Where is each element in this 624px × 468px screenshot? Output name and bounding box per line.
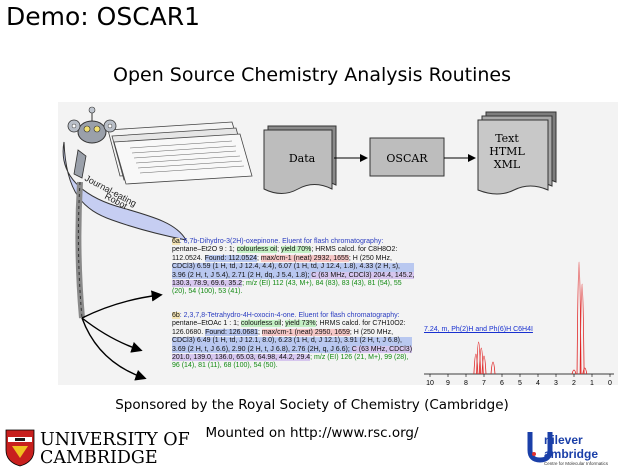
hrms-value: 112.0524.	[172, 254, 205, 262]
spectrum-peak	[582, 367, 588, 375]
ir-highlight[interactable]: max/cm-1 (neat) 2932, 1655	[260, 254, 349, 262]
unilever-tagline: Centre for Molecular Informatics	[544, 461, 609, 466]
spectrum-peak	[476, 341, 481, 375]
yield-highlight[interactable]: yield 70%	[280, 246, 312, 254]
separator: ;	[277, 246, 281, 254]
slide-subtitle: Open Source Chemistry Analysis Routines	[112, 64, 511, 86]
hnmr-text: ; H (250 MHz,	[349, 328, 394, 336]
flow-output-label: Text HTML XML	[472, 132, 542, 171]
separator: ;	[281, 320, 286, 328]
compound-id[interactable]: 6a	[172, 238, 180, 245]
spectrum-tick-label: 2	[572, 380, 576, 387]
data-document-icon	[263, 125, 337, 194]
spectrum-tick-label: 7	[482, 380, 486, 387]
cnmr-highlight-end[interactable]: 201.0, 139.0, 136.0, 65.03, 64.98, 44.2,…	[172, 354, 311, 362]
unilever-logo-line2: ambridge	[544, 447, 599, 461]
mounted-text: Mounted on http://www.rsc.org/	[205, 425, 419, 441]
cambridge-crest-icon	[5, 429, 35, 467]
cambridge-logo-line1: UNIVERSITY OF	[40, 430, 190, 450]
compound-name: : 2,3,7,8-Tetrahydro-4H-oxocin-4-one. El…	[179, 312, 400, 319]
hnmr-highlight-end[interactable]: 3.96 (2 H, t, J 5.4), 2.71 (2 H, dq, J 5…	[172, 271, 312, 279]
found-highlight[interactable]: Found: 112.0524	[204, 254, 257, 262]
spectrum-peak	[571, 369, 577, 375]
unilever-logo-icon	[527, 432, 553, 463]
flow-oscar-label: OSCAR	[386, 152, 428, 165]
found-highlight[interactable]: Found: 126.0681	[205, 328, 259, 336]
spectrum-peak	[490, 361, 496, 375]
cnmr-highlight[interactable]: C (63 MHz, CDCl3)	[351, 345, 413, 353]
sponsor-text: Sponsored by the Royal Society of Chemis…	[115, 397, 509, 413]
spectrum-tick-label: 1	[590, 380, 594, 387]
mass-spec-text-end: 96 (14), 81 (11), 68 (100), 54 (50).	[172, 362, 278, 370]
spectrum-tick-label: 9	[446, 380, 450, 387]
flow-data-label: Data	[288, 152, 316, 165]
oscar-process-box	[369, 137, 445, 177]
appearance-highlight[interactable]: colourless oil	[236, 246, 278, 254]
compound-name: : 6,7b-Dihydro-3(2H)-oxepinone. Eluent f…	[179, 238, 384, 245]
compound-id[interactable]: 6b	[172, 312, 180, 319]
spectrum-peak	[579, 283, 585, 375]
output-line-html: HTML	[489, 145, 525, 158]
ir-highlight[interactable]: max/cm-1 (neat) 2950, 1659	[261, 328, 350, 336]
experimental-paragraph-6a: 6a: 6,7b-Dihydro-3(2H)-oxepinone. Eluent…	[172, 238, 415, 297]
hrms-value: 126.0680.	[172, 328, 206, 336]
cambridge-logo-line2: CAMBRIDGE	[40, 448, 158, 468]
hnmr-text: ; H (250 MHz,	[348, 254, 393, 262]
output-line-text: Text	[495, 132, 519, 145]
hrms-text: ; HRMS calcd. for C8H8O2:	[311, 246, 398, 254]
cnmr-highlight[interactable]: C (63 MHz, CDCl3) 204.4, 145.2,	[311, 271, 415, 279]
journal-eating-robot-illustration	[62, 106, 253, 381]
hnmr-highlight-end[interactable]: 3.69 (2 H, t, J 6.6), 2.90 (2 H, t, J 6.…	[172, 345, 352, 353]
experimental-paragraph-6b: 6b: 2,3,7,8-Tetrahydro-4H-oxocin-4-one. …	[172, 312, 413, 371]
mass-spec-text: ; m/z (EI) 126 (21, M+), 99 (28),	[310, 354, 409, 362]
output-documents-icon	[477, 111, 557, 195]
mass-spec-text-end: (20), 54 (100), 53 (41).	[172, 288, 243, 296]
eluent-text: pentane–EtOAc 1 : 1;	[172, 320, 241, 328]
separator: ;	[258, 328, 262, 336]
yield-highlight[interactable]: yield 73%	[285, 320, 316, 328]
spectrum-tick-label: 10	[426, 380, 434, 387]
spectrum-tick-label: 4	[536, 380, 540, 387]
spectrum-tick-label: 3	[554, 380, 558, 387]
eluent-text: pentane–Et2O 9 : 1;	[172, 246, 237, 254]
cnmr-highlight-end[interactable]: 130.3, 78.9, 69.6, 35.2	[172, 280, 243, 288]
spectrum-peak	[478, 347, 484, 375]
hnmr-highlight[interactable]: CDCl3) 6.49 (1 H, td, J 12.1, 8.0), 6.23…	[172, 337, 413, 346]
hnmr-highlight[interactable]: CDCl3) 6.59 (1 H, td, J 12.4, 4.4), 6.07…	[172, 263, 415, 272]
hrms-text: ; HRMS calcd. for C7H10O2:	[315, 320, 406, 328]
spectrum-peak	[481, 355, 487, 375]
spectrum-tick-label: 5	[518, 380, 522, 387]
output-line-xml: XML	[493, 158, 521, 171]
spectrum-peak	[473, 353, 479, 375]
appearance-highlight[interactable]: colourless oil	[240, 320, 282, 328]
separator: ;	[257, 254, 261, 262]
spectrum-peak-link[interactable]: 7.24, m, Ph(2)H and Ph(6)H C6H4I	[424, 326, 533, 333]
spectrum-tick-label: 6	[500, 380, 504, 387]
mass-spec-text: ; m/z (EI) 112 (43, M+), 84 (83), 83 (43…	[242, 280, 402, 288]
slide-title: Demo: OSCAR1	[6, 2, 201, 31]
unilever-logo-line1: nilever	[544, 433, 583, 447]
spectrum-tick-label: 8	[464, 380, 468, 387]
spectrum-tick-label: 0	[608, 380, 612, 387]
